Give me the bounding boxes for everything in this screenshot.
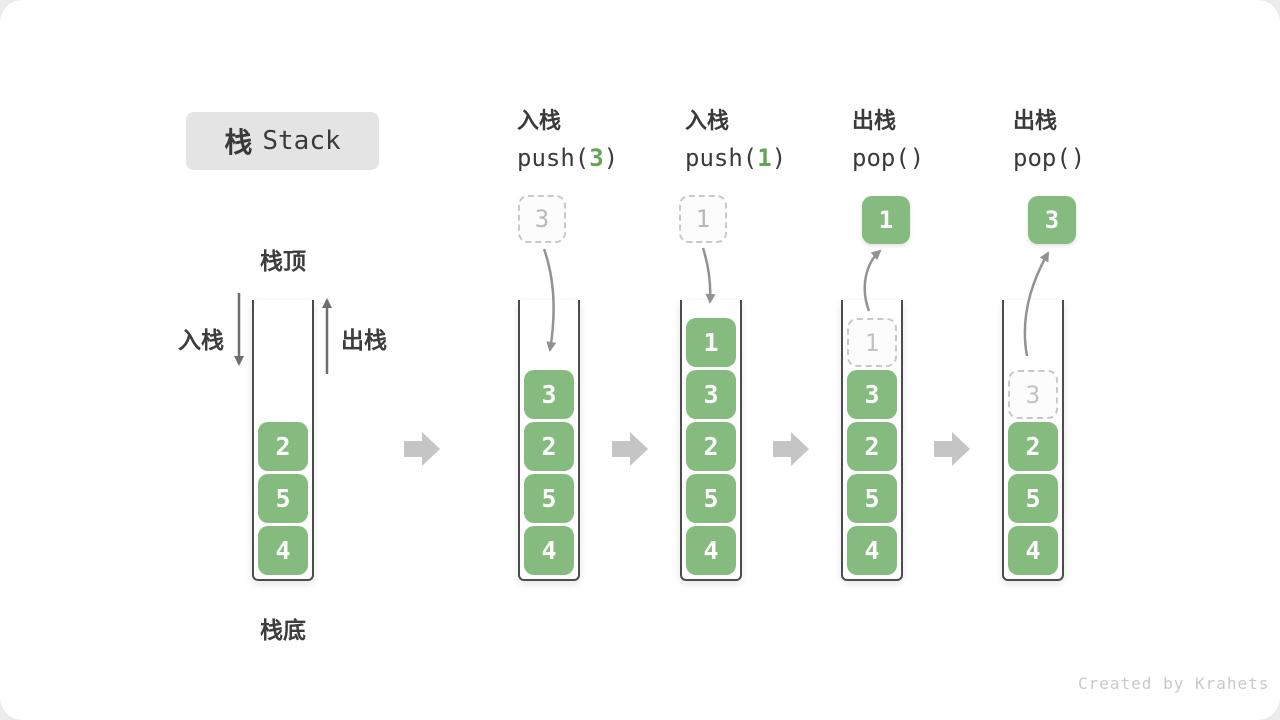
stack-state-initial: 2 5 4	[252, 300, 314, 581]
push-curve-arrow-icon	[701, 247, 716, 304]
code-post: )	[1070, 144, 1086, 172]
incoming-value-box: 3	[518, 195, 566, 243]
stack-top-label: 栈顶	[260, 248, 306, 274]
incoming-value-box: 1	[679, 195, 727, 243]
flow-arrow-icon	[773, 432, 809, 466]
pop-side-label: 出栈	[341, 327, 387, 353]
op-header-pop-1: 出栈 pop()	[852, 106, 924, 174]
ghost-block: 1	[847, 318, 897, 367]
title-badge: 栈 Stack	[186, 112, 379, 170]
stack-block: 5	[1008, 474, 1058, 523]
stack-block: 2	[258, 422, 308, 471]
op-code: pop()	[852, 142, 924, 174]
op-label-zh: 入栈	[685, 108, 730, 133]
op-label-zh: 出栈	[1013, 108, 1058, 133]
ghost-block: 3	[1008, 370, 1058, 419]
flow-arrow-icon	[404, 432, 440, 466]
stack-block: 1	[686, 318, 736, 367]
stack-block: 5	[686, 474, 736, 523]
op-header-pop-2: 出栈 pop()	[1013, 106, 1085, 174]
stack-block: 2	[686, 422, 736, 471]
watermark: Created by Krahets	[1078, 674, 1270, 693]
op-label-zh: 出栈	[852, 108, 897, 133]
push-side-label: 入栈	[178, 327, 224, 353]
op-header-push-1: 入栈 push(1)	[685, 106, 786, 174]
code-arg: 3	[589, 144, 604, 172]
code-post: )	[603, 144, 619, 172]
op-label-zh: 入栈	[517, 108, 562, 133]
stack-state-after-push-1: 1 3 2 5 4	[680, 300, 742, 581]
popped-value-box: 1	[862, 196, 910, 244]
flow-arrow-icon	[612, 432, 648, 466]
op-header-push-3: 入栈 push(3)	[517, 106, 618, 174]
code-pre: push(	[517, 144, 590, 172]
stack-bottom-label: 栈底	[260, 617, 306, 643]
stack-block: 5	[847, 474, 897, 523]
title-zh: 栈	[224, 127, 253, 158]
stack-state-after-pop-1: 1 3 2 5 4	[841, 300, 903, 581]
stack-block: 3	[847, 370, 897, 419]
code-arg: 1	[757, 144, 772, 172]
code-post: )	[909, 144, 925, 172]
stack-block: 4	[258, 526, 308, 575]
stack-block: 4	[524, 526, 574, 575]
flow-arrow-icon	[934, 432, 970, 466]
stack-state-after-push-3: 3 2 5 4	[518, 300, 580, 581]
stack-block: 3	[686, 370, 736, 419]
stack-block: 4	[847, 526, 897, 575]
op-code: push(1)	[685, 142, 786, 174]
stack-block: 4	[1008, 526, 1058, 575]
code-post: )	[771, 144, 787, 172]
stack-block: 2	[524, 422, 574, 471]
stack-block: 2	[847, 422, 897, 471]
stack-block: 4	[686, 526, 736, 575]
stack-block: 3	[524, 370, 574, 419]
popped-value-box: 3	[1028, 196, 1076, 244]
title-en: Stack	[262, 126, 341, 156]
op-code: push(3)	[517, 142, 618, 174]
code-pre: pop(	[852, 144, 910, 172]
code-pre: pop(	[1013, 144, 1071, 172]
code-pre: push(	[685, 144, 758, 172]
stack-block: 5	[524, 474, 574, 523]
stack-state-after-pop-2: 3 2 5 4	[1002, 300, 1064, 581]
stack-block: 2	[1008, 422, 1058, 471]
stack-block: 5	[258, 474, 308, 523]
op-code: pop()	[1013, 142, 1085, 174]
